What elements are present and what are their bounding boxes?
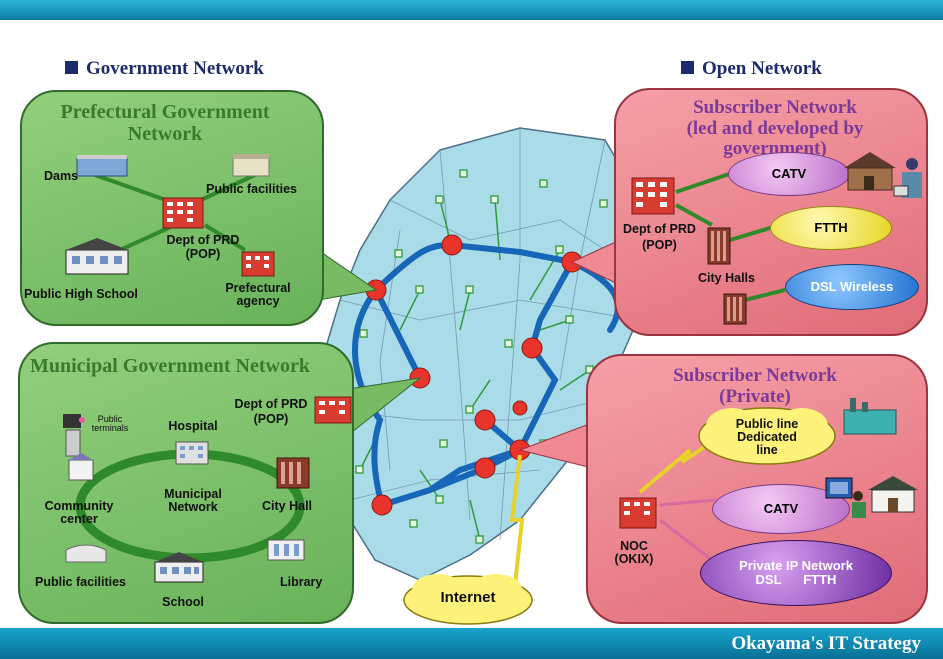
bullet-square-icon xyxy=(681,61,694,74)
dept-prd-building-icon xyxy=(162,197,204,229)
public-terminal-icon xyxy=(63,414,85,457)
private-ip-network-disc: Private IP Network DSL FTTH xyxy=(700,540,892,606)
private-house-icon xyxy=(868,476,918,513)
municipal-public-facilities-label: Public facilities xyxy=(35,575,127,589)
city-hall-icon xyxy=(276,457,310,489)
noc-label: NOC(OKIX) xyxy=(614,539,654,567)
library-label: Library xyxy=(280,575,323,589)
internet-label: Internet xyxy=(440,589,496,606)
municipal-pop-label: (POP) xyxy=(253,412,289,426)
hospital-icon xyxy=(175,441,209,465)
dams-label: Dams xyxy=(44,169,79,183)
public-facilities-label: Public facilities xyxy=(206,182,298,196)
factory-icon xyxy=(843,398,897,435)
open-network-heading: Open Network xyxy=(681,58,822,80)
municipal-dept-prd-icon xyxy=(314,396,352,424)
city-hall-label: City Hall xyxy=(262,499,313,513)
private-catv-disc: CATV xyxy=(712,484,850,534)
school-icon xyxy=(154,552,204,583)
municipal-dept-prd-label: Dept of PRD xyxy=(234,397,308,411)
footer-title: Okayama's IT Strategy xyxy=(731,633,921,654)
hospital-label: Hospital xyxy=(168,419,218,433)
user-computer-icon xyxy=(893,158,922,198)
top-banner xyxy=(0,0,943,20)
high-school-icon xyxy=(65,238,129,275)
government-network-heading: Government Network xyxy=(65,58,264,80)
internet-cloud-icon xyxy=(403,574,533,625)
city-halls-label: City Halls xyxy=(698,271,755,285)
public-facility-icon xyxy=(232,154,270,177)
subscriber-dept-prd-icon xyxy=(631,177,675,215)
dept-prd-label: Dept of PRD xyxy=(166,233,240,247)
house-icon xyxy=(844,152,896,191)
high-school-label: Public High School xyxy=(24,287,138,301)
noc-building-icon xyxy=(619,497,657,529)
community-center-icon xyxy=(68,453,94,481)
private-user-computer-icon xyxy=(825,477,866,518)
bullet-square-icon xyxy=(65,61,78,74)
city-hall-building-icon-2 xyxy=(723,293,747,325)
library-icon xyxy=(267,539,305,561)
catv-disc: CATV xyxy=(728,152,850,196)
subscriber-dept-prd-label: Dept of PRD xyxy=(623,222,696,236)
municipal-title: Municipal Government Network xyxy=(30,355,310,377)
city-hall-building-icon xyxy=(707,227,731,265)
municipal-public-facility-icon xyxy=(65,544,107,563)
dsl-wireless-disc: DSL Wireless xyxy=(785,264,919,310)
public-line-cloud-icon xyxy=(698,407,836,465)
pop-label: (POP) xyxy=(185,247,221,261)
prefectural-agency-icon xyxy=(241,251,275,277)
ftth-disc: FTTH xyxy=(770,206,892,250)
bottom-banner xyxy=(0,628,943,659)
dam-icon xyxy=(76,155,128,177)
subscriber-pop-label: (POP) xyxy=(642,238,677,252)
prefectural-title: Prefectural Government Network xyxy=(60,101,270,145)
school-label: School xyxy=(162,595,204,609)
subscriber-private-title: Subscriber Network(Private) xyxy=(673,365,837,407)
